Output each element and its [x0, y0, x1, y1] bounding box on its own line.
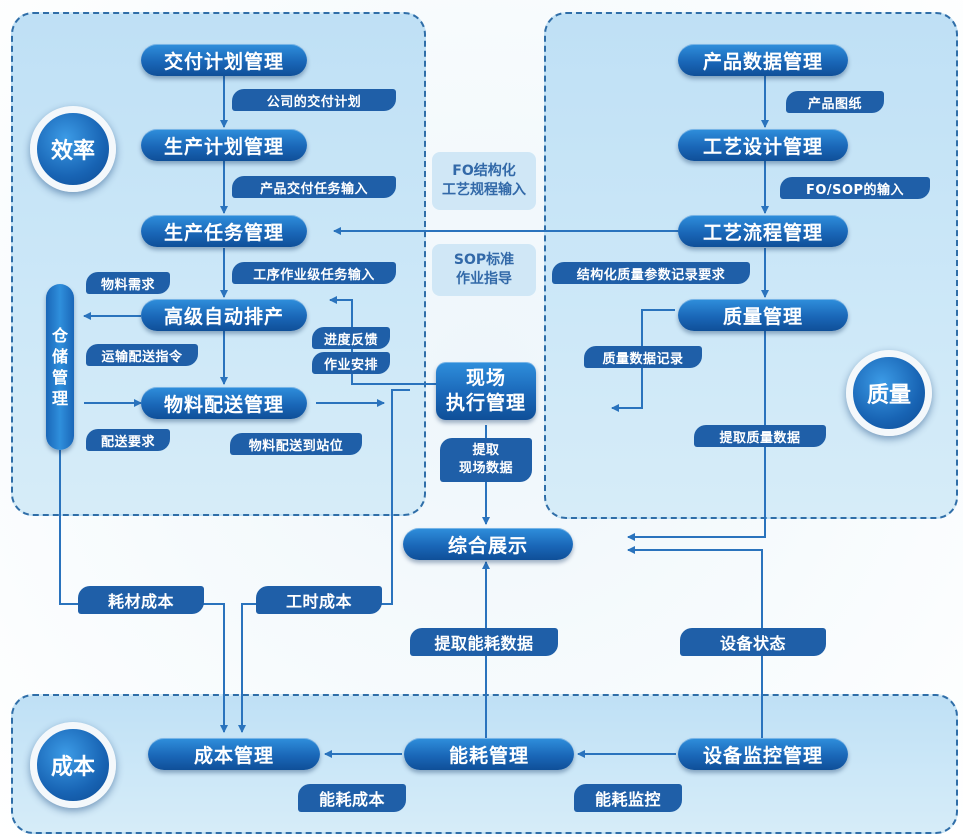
tag-material-cost: 耗材成本	[78, 586, 204, 614]
node-material-delivery[interactable]: 物料配送管理	[141, 387, 307, 419]
tag-extract-quality-data: 提取质量数据	[694, 425, 826, 447]
node-delivery-plan[interactable]: 交付计划管理	[141, 44, 307, 76]
node-dashboard-label: 综合展示	[448, 531, 528, 558]
node-warehouse[interactable]: 仓 储 管 理	[46, 284, 74, 450]
node-process-design[interactable]: 工艺设计管理	[678, 129, 848, 161]
node-site-execution[interactable]: 现场 执行管理	[436, 362, 536, 420]
badge-cost-text: 成本	[51, 749, 95, 781]
site-execution-line1: 现场	[466, 366, 506, 391]
tag-quality-data-record: 质量数据记录	[584, 346, 702, 368]
tag-extract-energy-data: 提取能耗数据	[410, 628, 558, 656]
fo-structured-line1: FO结构化	[452, 162, 515, 181]
extract-site-data-line2: 现场数据	[459, 460, 513, 478]
tag-structured-quality-params: 结构化质量参数记录要求	[552, 262, 750, 284]
tag-transport-delivery-cmd: 运输配送指令	[86, 344, 198, 366]
node-equipment-monitor[interactable]: 设备监控管理	[678, 738, 848, 770]
badge-efficiency: 效率	[30, 106, 116, 192]
tag-product-drawing: 产品图纸	[786, 91, 884, 113]
sop-standard-line1: SOP标准	[454, 251, 514, 270]
node-process-flow-label: 工艺流程管理	[703, 218, 823, 245]
node-process-design-label: 工艺设计管理	[703, 132, 823, 159]
tag-extract-site-data: 提取 现场数据	[440, 438, 532, 482]
tag-labor-cost: 工时成本	[256, 586, 382, 614]
tag-material-demand: 物料需求	[86, 272, 170, 294]
node-equipment-monitor-label: 设备监控管理	[703, 741, 823, 768]
node-advanced-scheduling-label: 高级自动排产	[164, 302, 284, 329]
fo-structured-label: FO结构化 工艺规程输入	[432, 152, 536, 210]
badge-efficiency-text: 效率	[51, 133, 95, 165]
warehouse-char-4: 理	[52, 388, 68, 409]
tag-job-arrangement: 作业安排	[312, 352, 390, 374]
node-quality-mgmt-label: 质量管理	[723, 302, 803, 329]
node-dashboard[interactable]: 综合展示	[403, 528, 573, 560]
node-advanced-scheduling[interactable]: 高级自动排产	[141, 299, 307, 331]
node-production-plan-label: 生产计划管理	[164, 132, 284, 159]
tag-fo-sop-input: FO/SOP的输入	[780, 177, 930, 199]
node-production-task[interactable]: 生产任务管理	[141, 215, 307, 247]
node-quality-mgmt[interactable]: 质量管理	[678, 299, 848, 331]
node-product-data-label: 产品数据管理	[703, 47, 823, 74]
fo-structured-line2: 工艺规程输入	[442, 181, 526, 200]
warehouse-char-2: 储	[52, 346, 68, 367]
tag-energy-monitor: 能耗监控	[574, 784, 682, 812]
node-cost-mgmt[interactable]: 成本管理	[148, 738, 320, 770]
extract-site-data-line1: 提取	[472, 442, 499, 460]
tag-equipment-status: 设备状态	[680, 628, 826, 656]
node-delivery-plan-label: 交付计划管理	[164, 47, 284, 74]
badge-quality: 质量	[846, 350, 932, 436]
badge-cost: 成本	[30, 722, 116, 808]
site-execution-line2: 执行管理	[446, 391, 526, 416]
node-process-flow[interactable]: 工艺流程管理	[678, 215, 848, 247]
node-product-data[interactable]: 产品数据管理	[678, 44, 848, 76]
sop-standard-label: SOP标准 作业指导	[432, 244, 536, 296]
node-cost-mgmt-label: 成本管理	[194, 741, 274, 768]
tag-company-delivery-plan: 公司的交付计划	[232, 89, 396, 111]
tag-process-task-input: 工序作业级任务输入	[232, 262, 396, 284]
sop-standard-line2: 作业指导	[456, 270, 512, 289]
node-energy-mgmt[interactable]: 能耗管理	[404, 738, 574, 770]
tag-progress-feedback: 进度反馈	[312, 327, 390, 349]
warehouse-char-1: 仓	[52, 325, 68, 346]
tag-energy-cost: 能耗成本	[298, 784, 406, 812]
node-material-delivery-label: 物料配送管理	[164, 390, 284, 417]
node-production-plan[interactable]: 生产计划管理	[141, 129, 307, 161]
node-energy-mgmt-label: 能耗管理	[449, 741, 529, 768]
warehouse-char-3: 管	[52, 367, 68, 388]
tag-material-to-station: 物料配送到站位	[230, 433, 362, 455]
tag-delivery-request: 配送要求	[86, 429, 170, 451]
node-production-task-label: 生产任务管理	[164, 218, 284, 245]
badge-quality-text: 质量	[867, 377, 911, 409]
tag-product-delivery-task-input: 产品交付任务输入	[232, 176, 396, 198]
